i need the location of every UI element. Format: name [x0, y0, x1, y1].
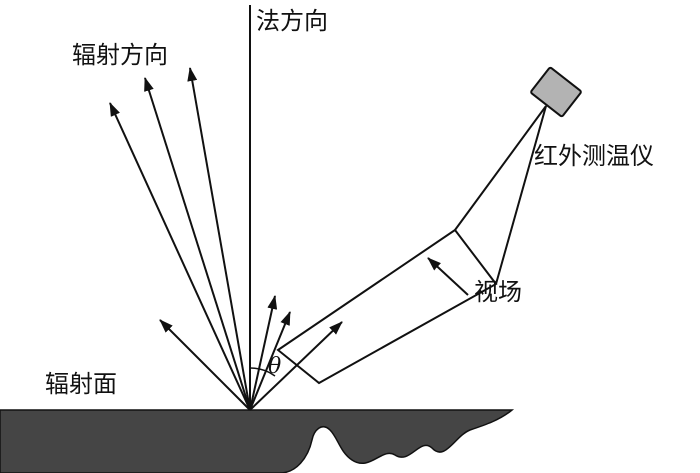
normal-direction-label: 法方向: [256, 7, 328, 35]
measurement-arrow: [249, 321, 343, 411]
radiation-arrow-2: [144, 77, 251, 411]
thermometer-label: 红外测温仪: [534, 142, 654, 170]
radiation-arrow-3: [187, 67, 251, 411]
field-of-view-beam: [276, 228, 498, 385]
radiation-direction-label: 辐射方向: [72, 41, 168, 69]
radiation-arrow-5: [249, 295, 278, 411]
radiating-surface-label: 辐射面: [45, 370, 117, 398]
infrared-thermometer-icon: [530, 66, 582, 118]
fov-cone-lower: [495, 105, 547, 285]
theta-arc: [249, 367, 276, 377]
field-of-view-pointer: [427, 257, 469, 296]
fov-cone-upper: [454, 105, 547, 231]
theta-label: θ: [268, 354, 281, 379]
radiation-arrow-4: [159, 319, 251, 411]
radiating-surface-shape: [0, 409, 515, 473]
field-of-view-label: 视场: [474, 278, 522, 306]
radiation-arrow-6: [249, 311, 291, 411]
radiation-arrow-1: [109, 102, 251, 411]
